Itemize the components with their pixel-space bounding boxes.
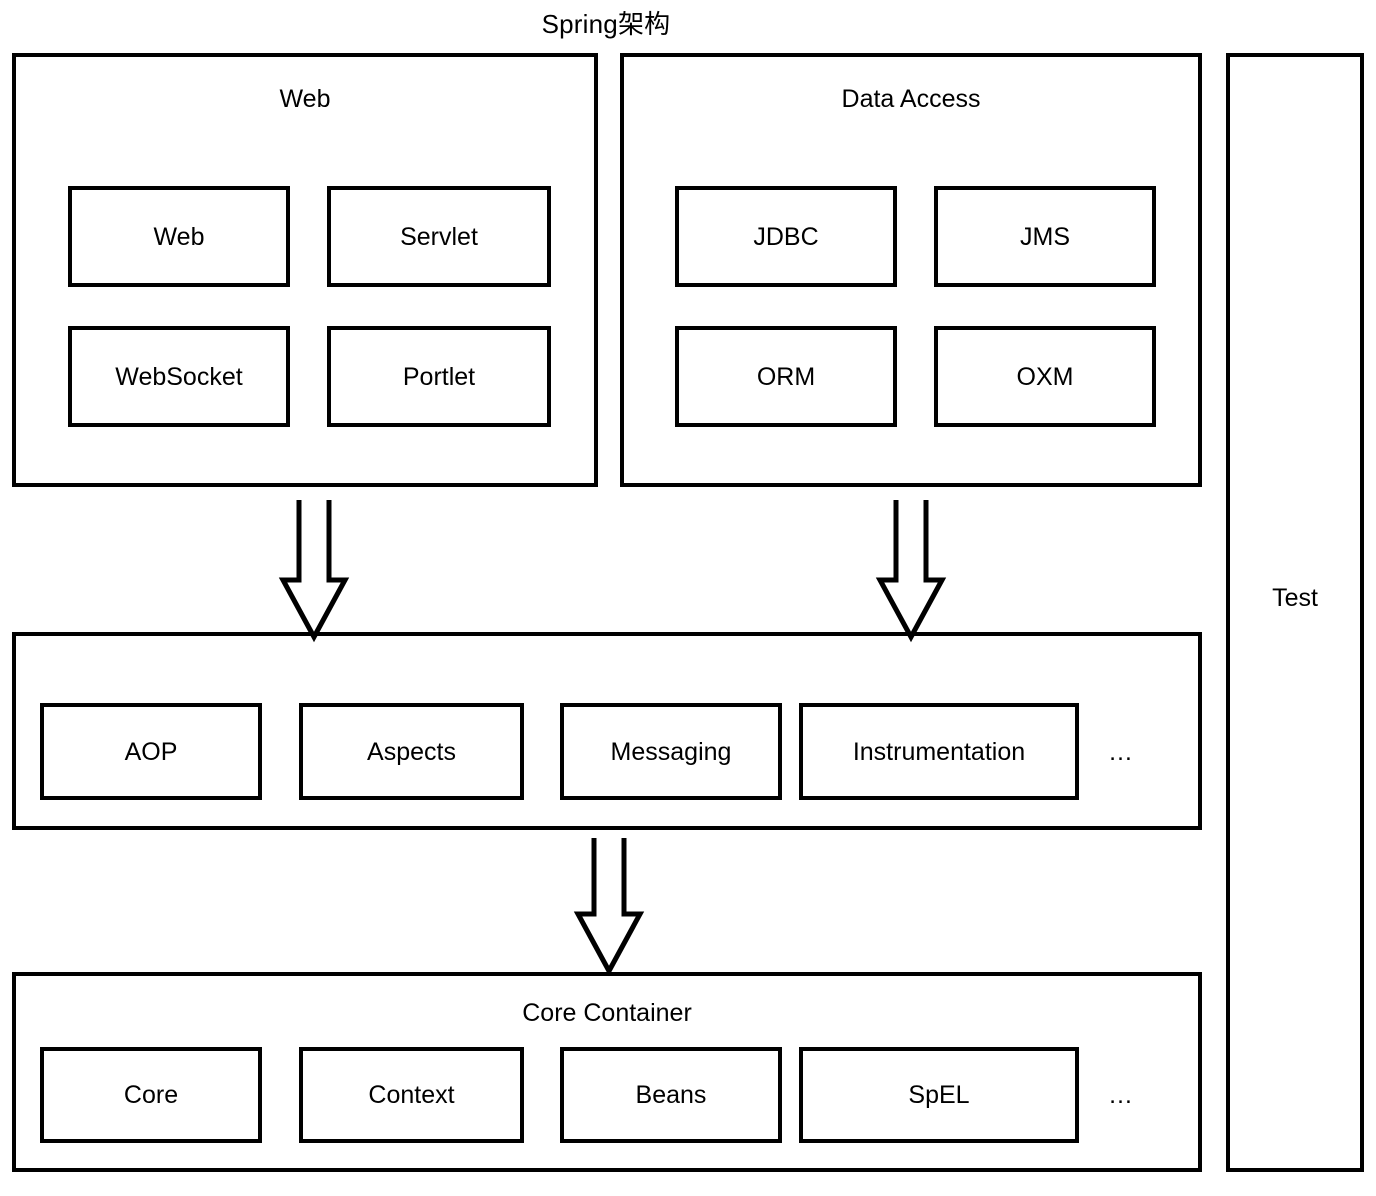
module-aop[interactable]: AOP xyxy=(40,703,262,800)
module-web-servlet[interactable]: Servlet xyxy=(327,186,551,287)
module-context[interactable]: Context xyxy=(299,1047,524,1143)
diagram-title: Spring架构 xyxy=(541,9,671,39)
arrow-aop-to-core xyxy=(573,838,645,977)
aop-band-more-ellipsis: … xyxy=(1108,738,1134,766)
module-instrumentation[interactable]: Instrumentation xyxy=(799,703,1079,800)
module-data-access-oxm[interactable]: OXM xyxy=(934,326,1156,427)
module-data-access-orm[interactable]: ORM xyxy=(675,326,897,427)
module-aspects[interactable]: Aspects xyxy=(299,703,524,800)
core-container-more-ellipsis: … xyxy=(1108,1081,1134,1109)
module-core[interactable]: Core xyxy=(40,1047,262,1143)
module-messaging[interactable]: Messaging xyxy=(560,703,782,800)
arrow-data-access-to-aop xyxy=(875,500,947,643)
module-data-access-jms[interactable]: JMS xyxy=(934,186,1156,287)
module-web-websocket[interactable]: WebSocket xyxy=(68,326,290,427)
group-test[interactable]: Test xyxy=(1226,53,1364,1172)
module-data-access-jdbc[interactable]: JDBC xyxy=(675,186,897,287)
group-core-container-title: Core Container xyxy=(522,999,692,1027)
group-data-access-title: Data Access xyxy=(841,85,981,113)
module-web-portlet[interactable]: Portlet xyxy=(327,326,551,427)
arrow-web-to-aop xyxy=(278,500,350,643)
group-web-title: Web xyxy=(279,85,331,113)
group-test-title: Test xyxy=(1272,584,1318,612)
module-web-web[interactable]: Web xyxy=(68,186,290,287)
module-beans[interactable]: Beans xyxy=(560,1047,782,1143)
module-spel[interactable]: SpEL xyxy=(799,1047,1079,1143)
